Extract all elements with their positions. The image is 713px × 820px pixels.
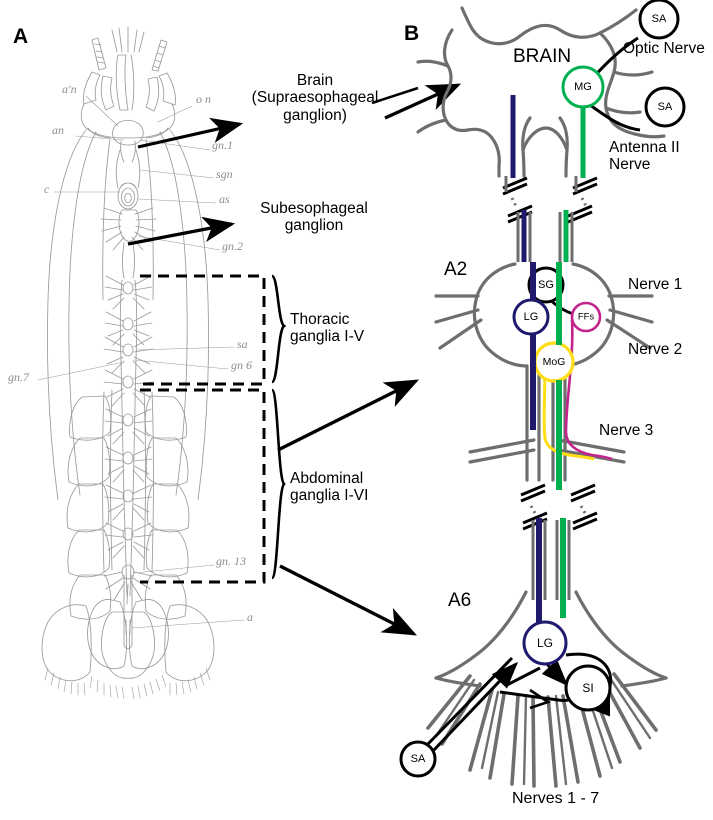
bracket-abdominal-label: Abdominal ganglia I-VI [290,470,415,505]
si-open-synapse [529,688,551,710]
bracket-thoracic-line1: Thoracic [290,311,350,328]
annotation-gn1: gn.1 [212,138,233,152]
mog-axon [542,361,595,461]
neuron-label-lg-a2: LG [523,311,539,323]
callout-subesophageal-line1: Subesophageal [260,200,368,217]
annotation-gn7: gn.7 [8,370,29,384]
neuron-label-sg: SG [538,279,554,291]
callout-brain-line1: Brain [296,72,334,89]
neuron-label-sa-antenna: SA [657,101,673,113]
neuron-label-sa-a6: SA [410,753,426,765]
annotation-gn6: gn 6 [231,358,252,372]
bracket-thoracic-label: Thoracic ganglia I-V [290,311,410,346]
sa-branch-to-si [499,689,586,702]
label-nerve-3: Nerve 3 [599,422,654,439]
label-antenna-ii-nerve: Antenna II Nerve [609,139,680,174]
neuron-label-ffs: FFs [577,311,595,323]
sg-to-ffs-connection [545,295,575,316]
abdominal-bracket [270,388,286,580]
neuron-label-mg: MG [574,81,592,93]
sa-to-lg-track-2 [424,656,514,748]
annotation-a-prime-n: a'n [62,82,77,96]
label-a6: A6 [448,590,472,611]
label-brain: BRAIN [513,46,572,67]
annotation-sgn: sgn [216,167,233,181]
break-marks-lower [520,483,598,531]
callout-brain-line2: (Supraesophageal [251,89,379,107]
label-optic-nerve: Optic Nerve [623,40,705,57]
annotation-as: as [219,192,230,206]
callout-subesophageal-line2: ganglion [284,217,344,235]
annotation-gn13: gn. 13 [216,554,246,568]
bracket-abdominal-line2: ganglia I-VI [290,487,369,505]
bracket-thoracic-line2: ganglia I-V [290,328,365,346]
label-nerve-2: Nerve 2 [628,341,683,358]
arrow-to-a2 [277,379,420,452]
lg-to-si-connection [541,659,569,687]
annotation-o-n: o n [196,92,211,106]
bracket-abdominal-line1: Abdominal [290,470,364,487]
neuron-label-sa-optic: SA [651,13,667,25]
annotation-gn2: gn.2 [222,239,243,253]
antenna-nerve-track [589,103,641,132]
subesophageal-callout-arrow [127,216,236,246]
panel-b-letter: B [404,22,420,45]
break-marks-upper [502,176,598,224]
label-a2: A2 [444,259,468,280]
arrow-to-brain [384,83,462,120]
annotation-a: a [247,610,253,624]
panel-a-letter: A [13,25,29,48]
neuron-label-si: SI [582,681,594,695]
callout-subesophageal-label: Subesophageal ganglion [238,200,390,235]
annotation-c: c [44,182,50,196]
neuron-label-mog: MoG [542,356,566,368]
thoracic-bracket [270,274,287,384]
annotation-an: an [52,123,64,137]
callout-brain-label: Brain (Supraesophageal ganglion) [240,72,390,124]
neuron-label-lg-a6: LG [536,636,554,650]
arrow-to-a6 [279,564,418,636]
sa-branch-to-lg [504,666,541,688]
annotation-sa: sa [237,337,248,351]
label-nerve-1: Nerve 1 [628,276,683,293]
callout-brain-line3: ganglion) [283,106,347,124]
label-nerves-1-7: Nerves 1 - 7 [512,790,600,807]
sa-to-lg-track-1 [430,661,519,754]
